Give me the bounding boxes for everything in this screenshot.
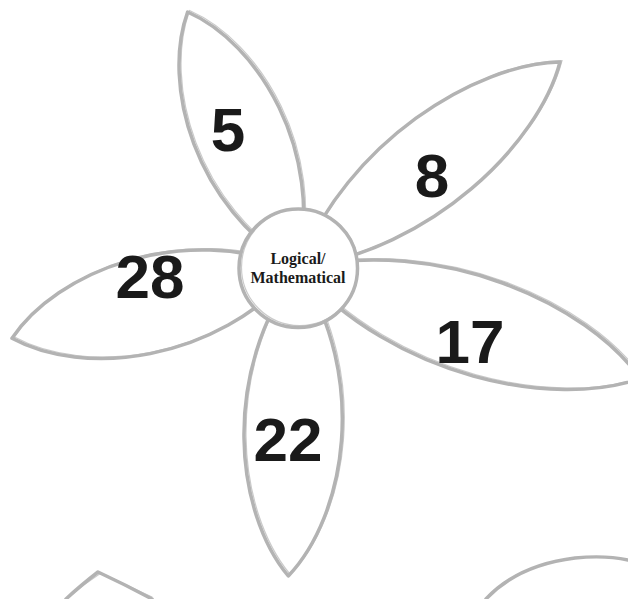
center-label: Logical/ Mathematical [250, 249, 345, 287]
circle-outline [234, 204, 363, 333]
petal-number: 5 [211, 99, 346, 161]
petal-number: 8 [415, 145, 628, 207]
partial-petal-sketch [70, 573, 152, 597]
circle-line [239, 209, 358, 328]
petal-number: 17 [436, 311, 628, 373]
center-circle: Logical/ Mathematical [234, 204, 363, 333]
petal-number: 22 [254, 409, 362, 471]
partial-petal [486, 557, 628, 599]
partial-petal-sketch [489, 557, 628, 595]
circle-sketch [241, 209, 358, 326]
partial-petal [66, 572, 152, 599]
